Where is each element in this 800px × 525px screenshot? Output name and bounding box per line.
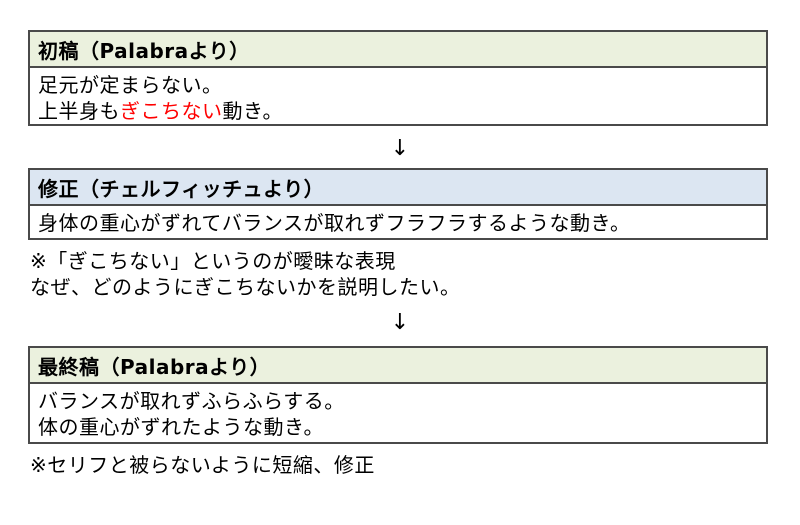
revision-note: ※「ぎこちない」というのが曖昧な表現 なぜ、どのようにぎこちないかを説明したい。 (30, 248, 461, 300)
draft-line-2-suffix: 動き。 (222, 99, 283, 123)
draft-line-2: 上半身もぎこちない動き。 (38, 98, 758, 124)
final-line-1: バランスが取れずふらふらする。 (38, 389, 345, 413)
final-body: バランスが取れずふらふらする。 体の重心がずれたような動き。 (30, 384, 766, 444)
revision-note-line-2: なぜ、どのようにぎこちないかを説明したい。 (30, 275, 461, 299)
final-note-line-1: ※セリフと被らないように短縮、修正 (30, 453, 375, 477)
final-header: 最終稿（Palabraより） (30, 348, 766, 384)
revision-note-line-1: ※「ぎこちない」というのが曖昧な表現 (30, 249, 396, 273)
final-line-2: 体の重心がずれたような動き。 (38, 415, 324, 439)
revision-body: 身体の重心がずれてバランスが取れずフラフラするような動き。 (30, 206, 766, 240)
draft-highlight-text: ぎこちない (120, 99, 223, 123)
draft-line-2-prefix: 上半身も (38, 99, 120, 123)
draft-box: 初稿（Palabraより） 足元が定まらない。 上半身もぎこちない動き。 (28, 30, 768, 126)
revision-line-1: 身体の重心がずれてバランスが取れずフラフラするような動き。 (38, 211, 631, 235)
down-arrow-2: ↓ (390, 310, 410, 335)
draft-line-1: 足元が定まらない。 (38, 73, 223, 97)
revision-box: 修正（チェルフィッチュより） 身体の重心がずれてバランスが取れずフラフラするよう… (28, 168, 768, 240)
final-note: ※セリフと被らないように短縮、修正 (30, 452, 375, 478)
draft-body: 足元が定まらない。 上半身もぎこちない動き。 (30, 68, 766, 128)
down-arrow-1: ↓ (390, 136, 410, 161)
revision-header: 修正（チェルフィッチュより） (30, 170, 766, 206)
draft-header: 初稿（Palabraより） (30, 32, 766, 68)
final-box: 最終稿（Palabraより） バランスが取れずふらふらする。 体の重心がずれたよ… (28, 346, 768, 444)
